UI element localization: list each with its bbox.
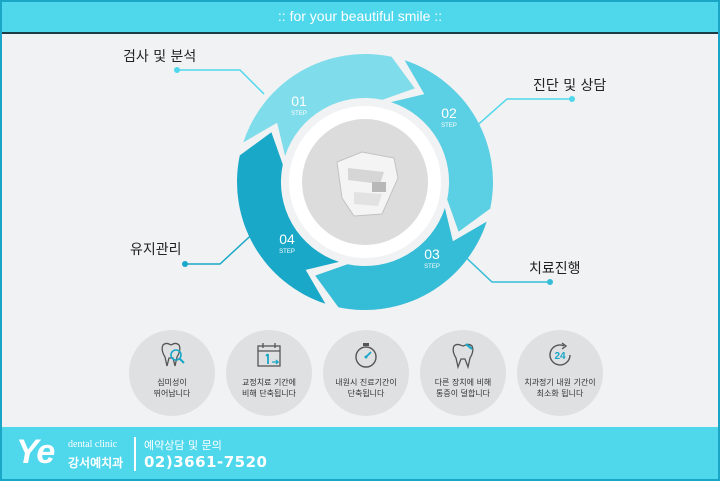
step-04-segment — [237, 132, 339, 304]
clinic-logo-mark[interactable]: Ye — [16, 433, 55, 471]
feature-fewer-visits: 24 치과정기 내원 기간이 최소화 됩니다 — [517, 330, 603, 416]
feature-shorter-visit-line2: 단축됩니다 — [347, 389, 385, 398]
step-02-number: 02 — [441, 105, 457, 121]
step-03-title: 치료진행 — [529, 261, 581, 277]
calendar-icon — [257, 343, 281, 367]
step-04-title: 유지관리 — [130, 242, 182, 258]
bracket-image — [336, 151, 399, 217]
step-02-title: 진단 및 상담 — [533, 78, 607, 94]
step-04-label: STEP — [279, 249, 295, 255]
feature-shorter-treatment-line1: 교정치료 기간에 — [241, 378, 297, 387]
top-banner: :: for your beautiful smile :: — [2, 2, 718, 34]
svg-text:24: 24 — [554, 351, 566, 362]
24-hour-icon: 24 — [549, 342, 571, 366]
feature-fewer-visits-line1: 치과정기 내원 기간이 — [524, 378, 596, 387]
feature-aesthetics-line2: 뛰어납니다 — [153, 389, 191, 398]
connector-line-01 — [177, 69, 265, 95]
feature-aesthetics: 심미성이 뛰어납니다 — [129, 330, 215, 416]
feature-less-pain-line1: 다른 장치에 비해 — [434, 378, 492, 387]
step-01-segment — [243, 54, 415, 156]
step-02-segment — [391, 60, 493, 232]
connector-dot-01 — [174, 67, 180, 73]
feature-shorter-visit: 내원시 진료기간이 단축됩니다 — [323, 330, 409, 416]
connector-dot-03 — [547, 279, 553, 285]
tooth-magnifier-icon — [161, 342, 185, 367]
connector-line-02 — [471, 98, 572, 131]
step-01-label: STEP — [291, 111, 307, 117]
step-03-segment — [315, 208, 487, 310]
clinic-logo-subtitle: dental clinic — [68, 439, 118, 450]
feature-less-pain-line2: 통증이 덜합니다 — [435, 389, 491, 398]
step-03-number: 03 — [424, 246, 440, 262]
connector-dot-02 — [569, 96, 575, 102]
feature-shorter-treatment-line2: 비해 단축됩니다 — [241, 389, 297, 398]
connector-dot-04 — [182, 261, 188, 267]
feature-less-pain: 다른 장치에 비해 통증이 덜합니다 — [420, 330, 506, 416]
contact-phone[interactable]: 02)3661-7520 — [144, 453, 268, 471]
clinic-name: 강서예치과 — [68, 456, 124, 470]
feature-fewer-visits-line2: 최소화 됩니다 — [536, 389, 584, 398]
connector-line-03 — [456, 248, 550, 283]
feature-shorter-treatment: 교정치료 기간에 비해 단축됩니다 — [226, 330, 312, 416]
footer-divider — [134, 437, 136, 471]
step-03-label: STEP — [424, 264, 440, 270]
stopwatch-icon — [355, 343, 377, 368]
step-02-label: STEP — [441, 123, 457, 129]
banner-text: :: for your beautiful smile :: — [277, 8, 443, 24]
footer-bar: Ye dental clinic 강서예치과 예약상담 및 문의 02)3661… — [2, 427, 718, 479]
contact-title: 예약상담 및 문의 — [144, 439, 222, 452]
tooth-icon — [452, 343, 474, 370]
step-04-number: 04 — [279, 231, 295, 247]
step-01-number: 01 — [291, 93, 307, 109]
feature-aesthetics-line1: 심미성이 — [157, 378, 187, 387]
connector-line-04 — [185, 226, 261, 265]
step-01-title: 검사 및 분석 — [123, 49, 197, 65]
feature-shorter-visit-line1: 내원시 진료기간이 — [335, 378, 397, 387]
process-diagram: 01 STEP 02 STEP 03 STEP 04 STEP — [174, 54, 575, 310]
